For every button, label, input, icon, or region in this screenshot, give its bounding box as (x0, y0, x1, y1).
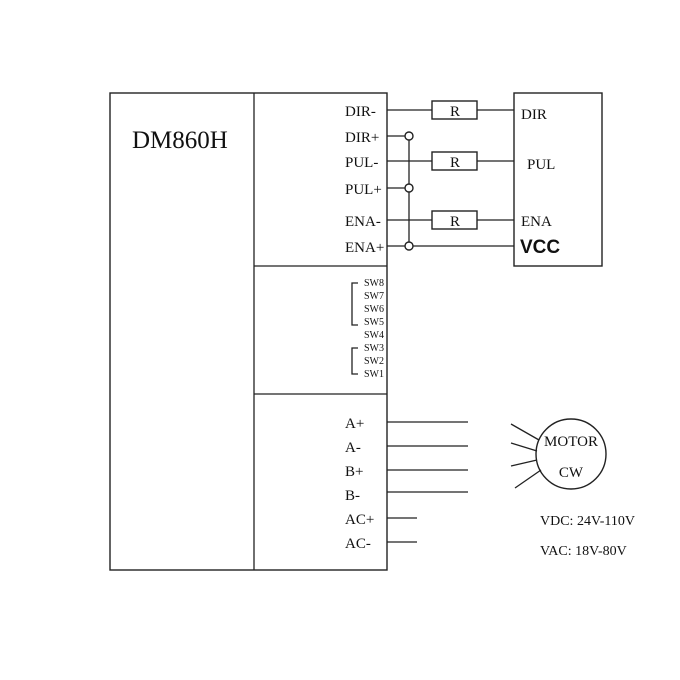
switch-sw4: SW4 (364, 330, 384, 341)
terminal-b-minus: B- (345, 488, 360, 504)
motor-lead-2 (510, 442, 538, 452)
motor-direction-label: CW (559, 465, 584, 481)
terminal-b-plus: B+ (345, 464, 363, 480)
resistor-ena-label: R (450, 214, 460, 230)
controller-box (513, 92, 603, 267)
switch-sw2: SW2 (364, 356, 384, 367)
motor-label: MOTOR (544, 434, 598, 450)
controller-dir-label: DIR (521, 107, 547, 123)
controller-vcc-label: VCC (520, 237, 560, 258)
switch-sw1: SW1 (364, 369, 384, 380)
motor-lead-4 (514, 469, 542, 489)
motor-lead-1 (510, 423, 540, 441)
switch-sw6: SW6 (364, 304, 384, 315)
switch-bracket-upper (351, 282, 358, 326)
switch-sw8: SW8 (364, 278, 384, 289)
terminal-pul-plus: PUL+ (345, 182, 382, 198)
terminal-pul-minus: PUL- (345, 155, 378, 171)
resistor-pul-label: R (450, 155, 460, 171)
terminal-ena-minus: ENA- (345, 214, 381, 230)
junction-pul-plus (404, 183, 414, 193)
motor-lead-3 (510, 459, 538, 467)
terminal-a-plus: A+ (345, 416, 364, 432)
driver-model-label: DM860H (132, 127, 228, 154)
switch-bracket-lower (351, 347, 358, 375)
terminal-a-minus: A- (345, 440, 361, 456)
switch-sw3: SW3 (364, 343, 384, 354)
terminal-dir-minus: DIR- (345, 104, 376, 120)
spec-vac: VAC: 18V-80V (540, 544, 627, 559)
driver-box (109, 92, 388, 571)
controller-pul-label: PUL (527, 157, 555, 173)
terminal-ac-plus: AC+ (345, 512, 374, 528)
switch-sw7: SW7 (364, 291, 384, 302)
terminal-dir-plus: DIR+ (345, 130, 379, 146)
switch-sw5: SW5 (364, 317, 384, 328)
terminal-ac-minus: AC- (345, 536, 371, 552)
resistor-dir-label: R (450, 104, 460, 120)
controller-ena-label: ENA (521, 214, 552, 230)
motor-symbol (535, 418, 607, 490)
spec-vdc: VDC: 24V-110V (540, 514, 635, 529)
terminal-ena-plus: ENA+ (345, 240, 384, 256)
junction-dir-plus (404, 131, 414, 141)
junction-ena-plus (404, 241, 414, 251)
